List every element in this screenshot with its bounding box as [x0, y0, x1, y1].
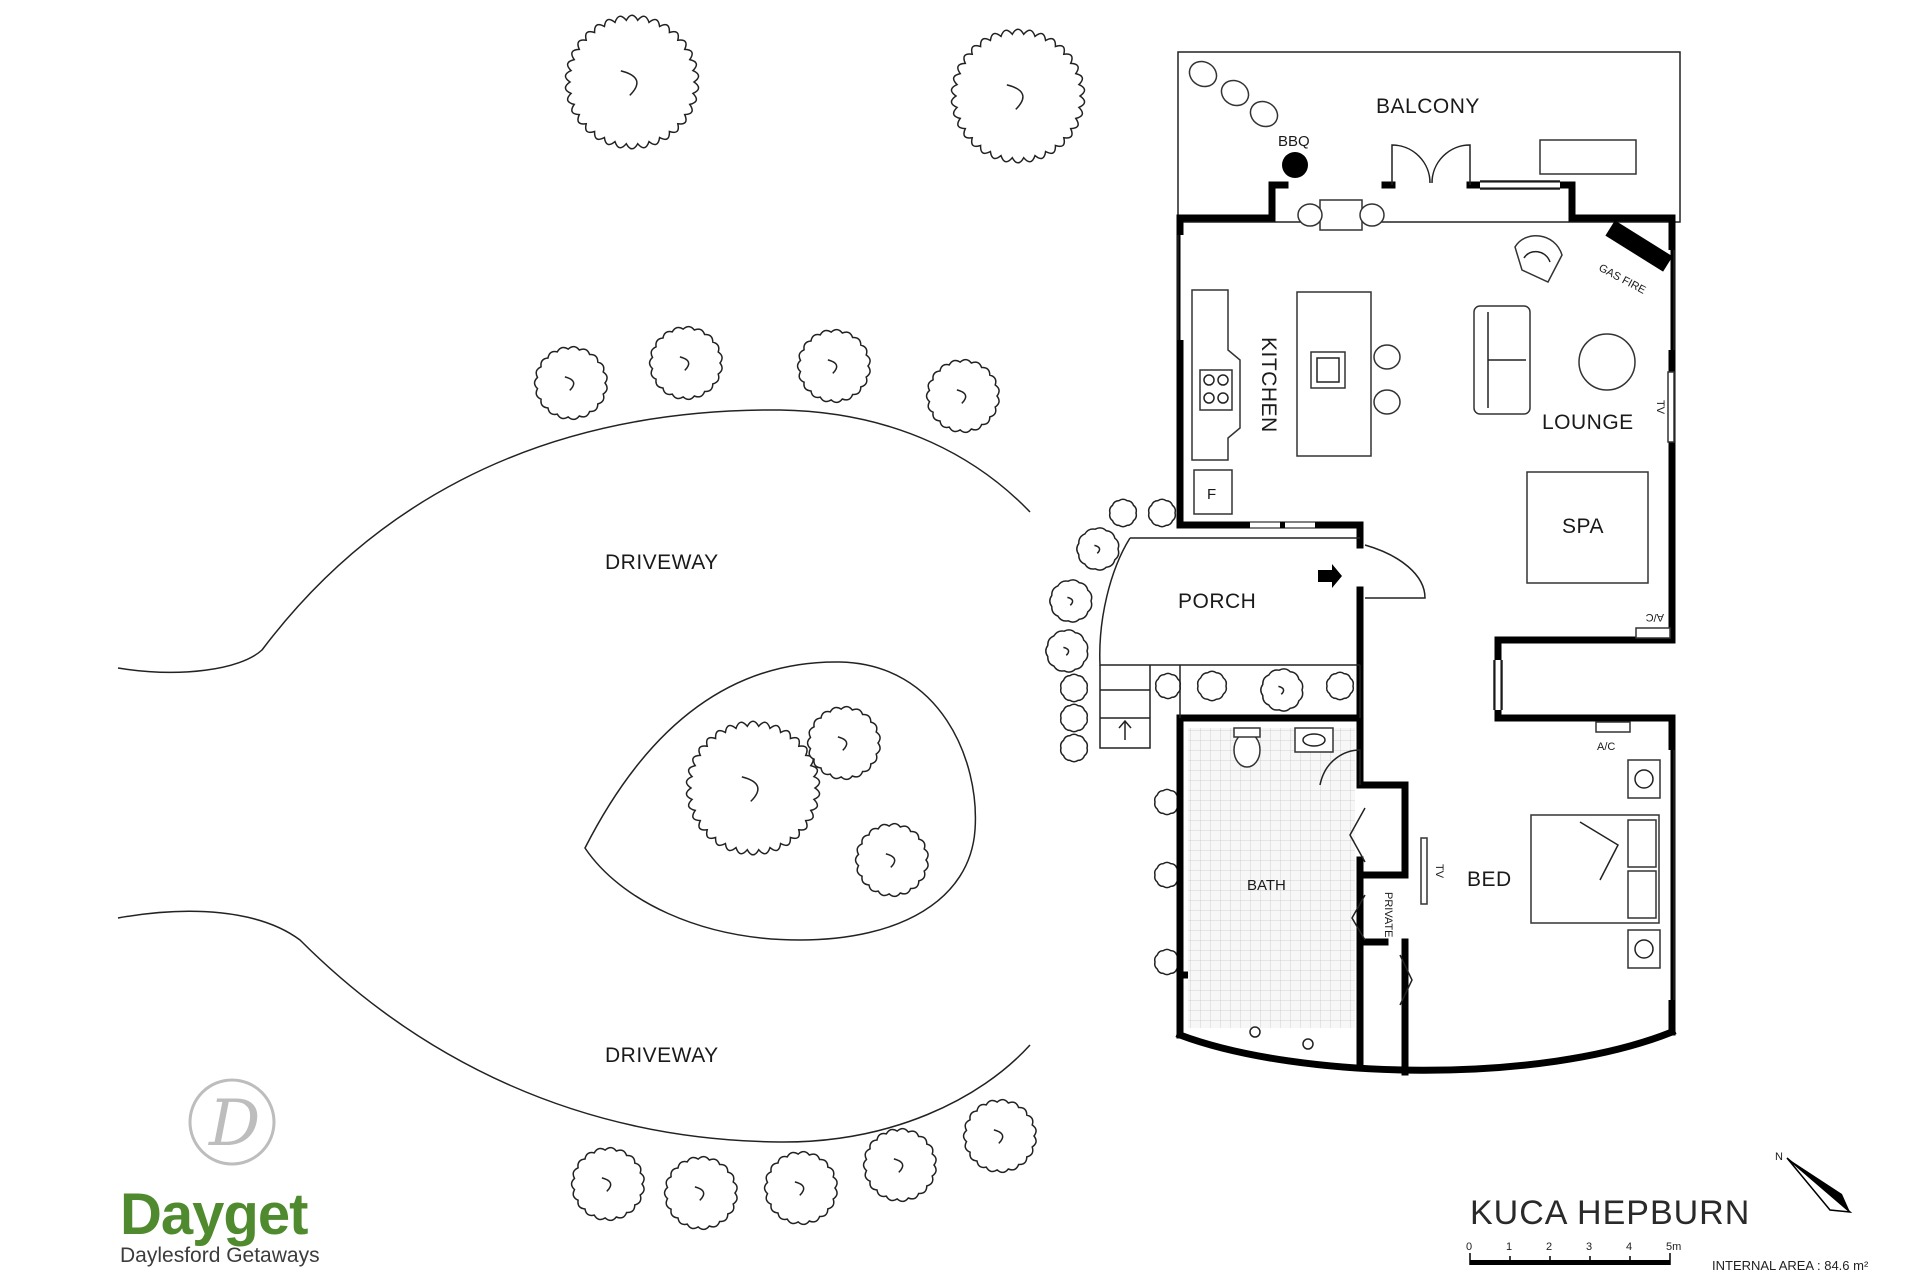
outdoor-table: [1297, 199, 1385, 231]
scale-tick-1: 1: [1506, 1241, 1512, 1253]
ac-lounge-label: A/C: [1646, 611, 1664, 623]
scale-tick-5: 5m: [1666, 1241, 1681, 1253]
tree: [663, 1155, 738, 1231]
tv-lounge-label: TV: [1654, 400, 1666, 415]
kitchen-label: KITCHEN: [1257, 337, 1280, 433]
spa-label: SPA: [1562, 515, 1604, 538]
tree: [1153, 788, 1181, 816]
tree: [1153, 861, 1181, 889]
ac-bed-unit: [1595, 721, 1631, 733]
spa-tub: [1526, 471, 1649, 584]
balcony-doors: [1391, 144, 1471, 185]
entry-arrow-icon: [1318, 564, 1342, 588]
private-label: PRIVATE: [1382, 892, 1394, 937]
kitchen-counter: [1191, 289, 1241, 461]
tree: [1059, 673, 1089, 703]
driveway-lines: [117, 409, 1031, 1143]
scale-tick-0: 0: [1466, 1241, 1472, 1253]
tree: [564, 14, 700, 150]
driveway-bottom-label: DRIVEWAY: [605, 1044, 719, 1067]
lounge-label: LOUNGE: [1542, 411, 1634, 434]
tree: [950, 28, 1086, 164]
bbq-label: BBQ: [1278, 133, 1310, 150]
ac-bed-label: A/C: [1597, 741, 1615, 753]
north-arrow-icon: [1786, 1157, 1853, 1213]
scale-tick-2: 2: [1546, 1241, 1552, 1253]
bath-tiles: [1188, 728, 1355, 1028]
ac-lounge-unit: [1635, 627, 1671, 639]
bed-label: BED: [1467, 868, 1512, 891]
tree: [1196, 670, 1228, 702]
tree: [925, 358, 1000, 434]
tree: [1049, 579, 1093, 623]
balcony-chairs: [1188, 60, 1279, 128]
robe-doors: [1349, 807, 1413, 1006]
tv-bed: [1420, 837, 1428, 905]
tree: [806, 705, 881, 781]
trees: [533, 14, 1355, 1231]
brand-tagline: Daylesford Getaways: [120, 1244, 320, 1267]
coffee-table: [1578, 333, 1636, 391]
tree: [1153, 948, 1181, 976]
tv-lounge: [1667, 371, 1675, 443]
tree: [1147, 498, 1177, 528]
brand-logo: D: [188, 1078, 276, 1166]
tree: [533, 345, 608, 421]
tree: [796, 328, 871, 404]
balcony-label: BALCONY: [1376, 95, 1480, 118]
tree: [854, 822, 929, 898]
gas-fire-label: GAS FIRE: [1597, 262, 1648, 297]
brand-name: Dayget: [120, 1182, 308, 1247]
scale-tick-3: 3: [1586, 1241, 1592, 1253]
internal-area: INTERNAL AREA : 84.6 m²: [1712, 1258, 1869, 1273]
tree: [570, 1146, 645, 1222]
tree: [1076, 527, 1120, 571]
brand-monogram: D: [208, 1087, 260, 1161]
tree: [1325, 671, 1355, 701]
fridge: [1193, 469, 1233, 515]
bath-fixtures: [1233, 727, 1361, 1050]
fridge-label: F: [1207, 486, 1216, 503]
gas-fire: [1605, 220, 1673, 272]
tree: [1108, 498, 1138, 528]
balcony-bench: [1539, 139, 1637, 175]
porch-outline: [1099, 537, 1361, 749]
tree: [1260, 668, 1304, 712]
scale-tick-4: 4: [1626, 1241, 1632, 1253]
armchair: [1514, 235, 1563, 283]
driveway-top-label: DRIVEWAY: [605, 551, 719, 574]
tree: [1059, 733, 1089, 763]
scale-ticks: 0 1 2 3 4 5m: [1466, 1241, 1681, 1253]
tv-bed-label: TV: [1433, 864, 1445, 879]
tree: [1059, 703, 1089, 733]
kitchen-island: [1296, 291, 1401, 457]
tree: [962, 1098, 1037, 1174]
scale-bar: [1469, 1253, 1671, 1265]
tree: [685, 720, 821, 856]
sofa: [1473, 305, 1531, 415]
tree: [763, 1150, 838, 1226]
bbq-grill: [1282, 152, 1308, 178]
porch-label: PORCH: [1178, 590, 1256, 613]
windows: [1177, 180, 1675, 1000]
tree: [1045, 629, 1089, 673]
north-label: N: [1775, 1151, 1783, 1163]
tree: [1154, 672, 1182, 700]
entry-door: [1364, 544, 1426, 599]
balcony-outline: [1177, 51, 1681, 223]
bath-label: BATH: [1247, 877, 1286, 894]
bed: [1530, 759, 1661, 969]
property-name: KUCA HEPBURN: [1470, 1194, 1750, 1232]
tree: [648, 325, 723, 401]
tree: [862, 1127, 937, 1203]
